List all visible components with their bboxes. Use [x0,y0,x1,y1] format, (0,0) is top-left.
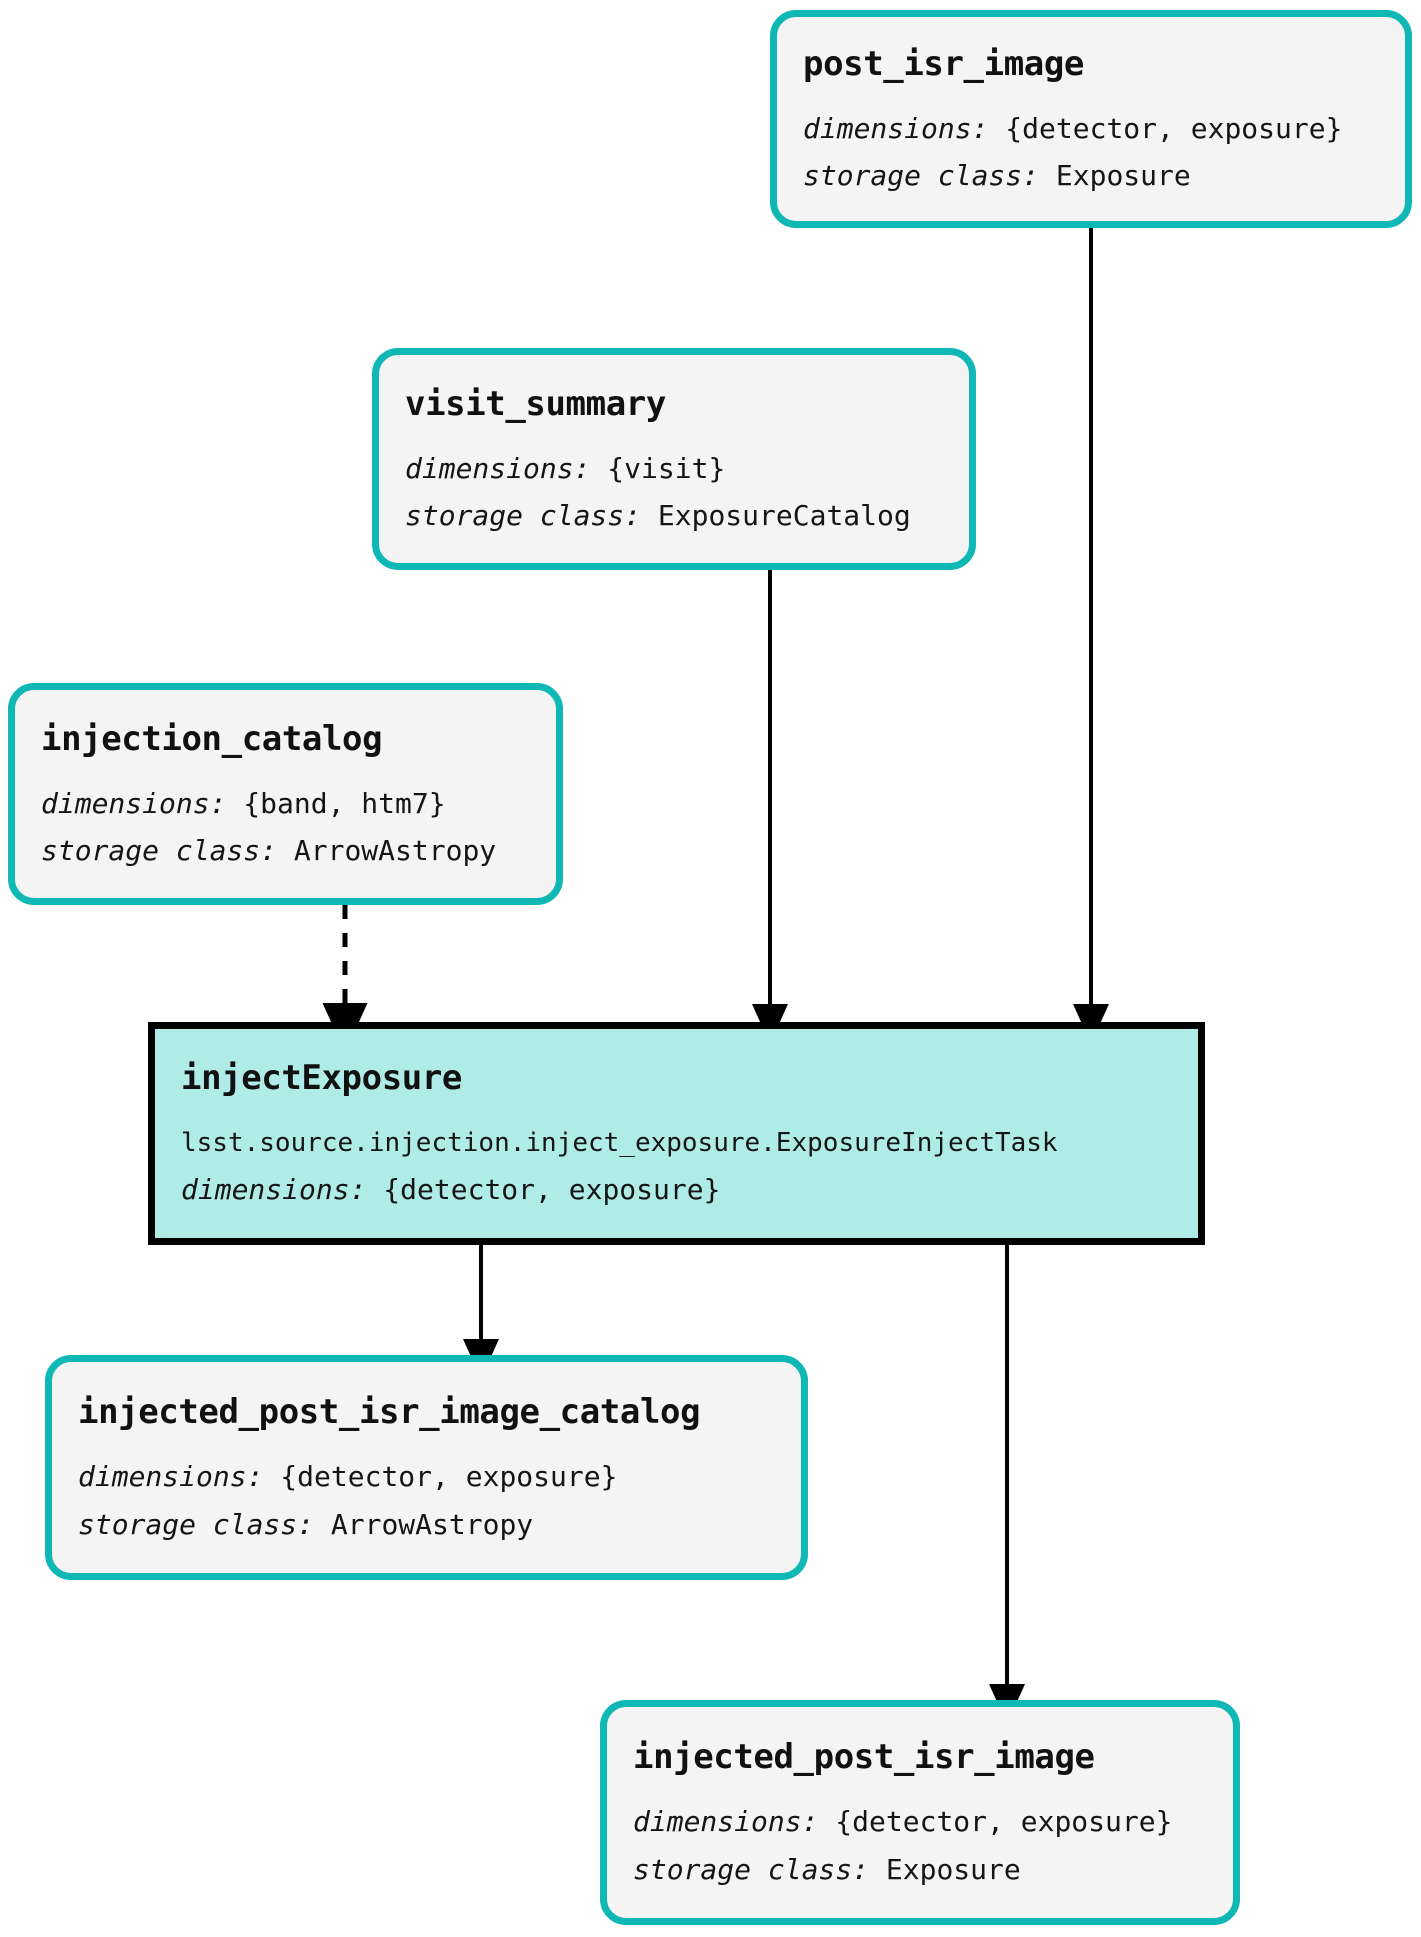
dimensions-label: dimensions: [181,1173,384,1207]
dimensions-label: dimensions: [78,1460,281,1494]
storage-class-label: storage class: [41,834,294,868]
dataset-node-injected-post-isr-image[interactable]: injected_post_isr_image dimensions: {det… [600,1700,1240,1925]
dimensions-value: {detector, exposure} [1005,111,1343,145]
storage-class-value: ArrowAstropy [293,834,497,868]
dimensions-label: dimensions: [633,1805,836,1839]
node-storage-class-row: storage class: Exposure [633,1852,1207,1886]
dimensions-value: {detector, exposure} [383,1173,721,1207]
dimensions-value: {detector, exposure} [280,1460,618,1494]
storage-class-value: ArrowAstropy [330,1507,534,1541]
storage-class-value: ExposureCatalog [657,499,911,533]
dataset-node-visit-summary[interactable]: visit_summary dimensions: {visit} storag… [372,348,976,570]
node-dimensions-row: dimensions: {detector, exposure} [181,1174,1172,1205]
storage-class-label: storage class: [405,499,658,533]
dimensions-label: dimensions: [41,786,244,820]
node-dimensions-row: dimensions: {band, htm7} [41,786,530,820]
storage-class-label: storage class: [803,159,1056,193]
node-dimensions-row: dimensions: {visit} [405,451,943,485]
node-storage-class-row: storage class: ArrowAstropy [78,1507,775,1541]
dataset-node-post-isr-image[interactable]: post_isr_image dimensions: {detector, ex… [770,10,1412,228]
dimensions-value: {band, htm7} [243,786,446,820]
node-dimensions-row: dimensions: {detector, exposure} [633,1806,1207,1837]
dimensions-label: dimensions: [803,111,1006,145]
node-title: injection_catalog [41,718,383,759]
storage-class-label: storage class: [78,1507,331,1541]
node-storage-class-row: storage class: ExposureCatalog [405,500,943,531]
node-storage-class-row: storage class: Exposure [803,160,1379,191]
node-title: visit_summary [405,383,666,424]
node-title: injectExposure [181,1058,462,1099]
node-title: post_isr_image [803,43,1084,84]
dimensions-value: {detector, exposure} [835,1805,1173,1839]
dimensions-label: dimensions: [405,451,608,485]
node-storage-class-row: storage class: ArrowAstropy [41,835,530,866]
node-dimensions-row: dimensions: {detector, exposure} [78,1461,775,1492]
task-node-injectexposure[interactable]: injectExposure lsst.source.injection.inj… [148,1022,1205,1245]
dataset-node-injected-post-isr-image-catalog[interactable]: injected_post_isr_image_catalog dimensio… [45,1355,808,1580]
storage-class-value: Exposure [1055,159,1191,193]
dimensions-value: {visit} [607,451,726,485]
dataset-node-injection-catalog[interactable]: injection_catalog dimensions: {band, htm… [8,683,563,905]
storage-class-value: Exposure [885,1852,1021,1886]
node-dimensions-row: dimensions: {detector, exposure} [803,111,1379,145]
node-title: injected_post_isr_image_catalog [78,1392,701,1433]
task-class-path: lsst.source.injection.inject_exposure.Ex… [181,1128,1058,1159]
storage-class-label: storage class: [633,1852,886,1886]
node-title: injected_post_isr_image [633,1737,1095,1778]
